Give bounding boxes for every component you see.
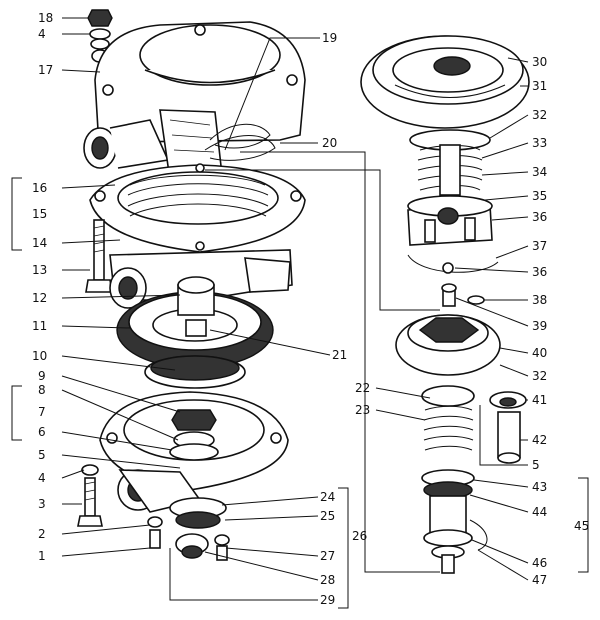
label-9: 9 (38, 369, 46, 383)
leader-lines (11, 17, 589, 609)
label-22: 22 (355, 381, 370, 395)
label-31: 31 (532, 79, 547, 93)
label-8: 8 (38, 383, 46, 397)
part-bolt-13 (85, 219, 113, 293)
label-47: 47 (532, 573, 547, 587)
label-23: 23 (355, 403, 370, 417)
label-4-top: 4 (38, 27, 46, 41)
part-spring-23 (421, 385, 475, 451)
label-15: 15 (32, 207, 47, 221)
label-35: 35 (532, 189, 547, 203)
label-44: 44 (532, 505, 547, 519)
label-32-bottom: 32 (532, 369, 547, 383)
part-cap-30 (360, 35, 530, 129)
label-32-top: 32 (532, 108, 547, 122)
label-5-left: 5 (38, 448, 46, 462)
part-spring-33 (409, 129, 491, 196)
label-20: 20 (322, 136, 337, 150)
label-36-bottom: 36 (532, 265, 547, 279)
label-6: 6 (38, 425, 46, 439)
part-middle-housing-16 (89, 163, 306, 253)
part-screw-3 (77, 464, 103, 527)
part-upper-housing-17 (83, 21, 306, 181)
label-29: 29 (320, 593, 335, 607)
label-3: 3 (38, 497, 46, 511)
label-17: 17 (38, 63, 53, 77)
label-10: 10 (32, 349, 47, 363)
label-43: 43 (532, 480, 547, 494)
label-46: 46 (532, 556, 547, 570)
label-19: 19 (322, 31, 337, 45)
part-lower-body-7 (99, 391, 289, 513)
label-12: 12 (32, 291, 47, 305)
label-27: 27 (320, 549, 335, 563)
label-36-top: 36 (532, 210, 547, 224)
label-41: 41 (532, 393, 547, 407)
label-13: 13 (32, 263, 47, 277)
label-14: 14 (32, 236, 47, 250)
label-45: 45 (574, 519, 589, 533)
label-25: 25 (320, 509, 335, 523)
label-2: 2 (38, 527, 46, 541)
part-number-labels: 18 4 17 19 20 16 15 14 13 12 11 21 10 9 … (32, 11, 589, 607)
label-42: 42 (532, 433, 547, 447)
part-piston-44 (421, 469, 488, 574)
label-4-bottom: 4 (38, 471, 46, 485)
label-11: 11 (32, 319, 47, 333)
part-lower-housing-body (109, 249, 293, 309)
label-37: 37 (532, 239, 547, 253)
part-ring-40 (395, 314, 501, 376)
label-33: 33 (532, 136, 547, 150)
label-5-right: 5 (532, 458, 540, 472)
label-28: 28 (320, 573, 335, 587)
label-26: 26 (352, 529, 367, 543)
label-7: 7 (38, 405, 46, 419)
part-pin-39 (441, 283, 485, 307)
part-seat-36 (407, 195, 499, 274)
label-39: 39 (532, 319, 547, 333)
label-40: 40 (532, 346, 547, 360)
label-16: 16 (32, 181, 47, 195)
part-valve-assembly-bottom (147, 497, 230, 561)
part-diaphragm-11 (116, 276, 274, 369)
label-30: 30 (532, 55, 547, 69)
part-plate-10 (144, 355, 246, 389)
label-21: 21 (332, 348, 347, 362)
label-1: 1 (38, 549, 46, 563)
label-24: 24 (320, 490, 335, 504)
label-38: 38 (532, 293, 547, 307)
label-34: 34 (532, 165, 547, 179)
part-valve-41 (489, 391, 527, 464)
label-18: 18 (38, 11, 53, 25)
